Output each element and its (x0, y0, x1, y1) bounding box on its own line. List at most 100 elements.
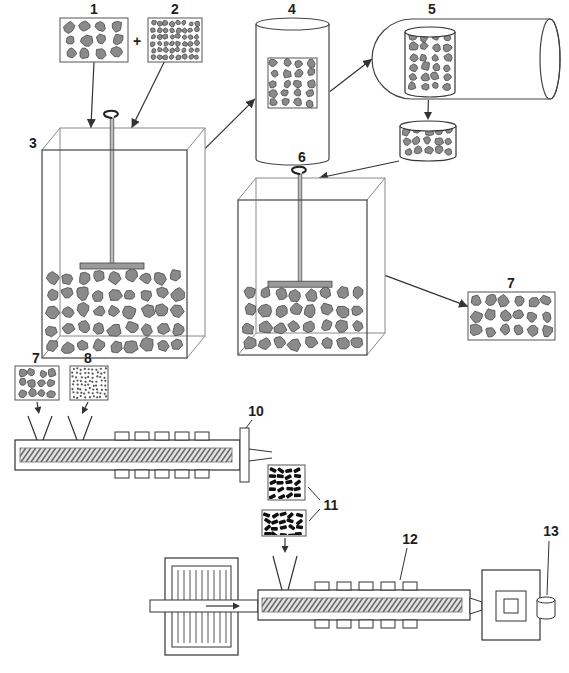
pellet (286, 492, 294, 499)
powder-dot (105, 389, 107, 391)
particle (141, 324, 152, 337)
screw-flight (101, 448, 111, 462)
illustration-part (256, 18, 329, 165)
particle (112, 22, 121, 33)
particle (195, 27, 200, 32)
pellet (271, 527, 278, 531)
particle (169, 21, 174, 27)
feed-hopper (273, 556, 297, 590)
particle (527, 326, 538, 337)
particle (163, 28, 168, 33)
particle (155, 304, 168, 316)
particle (353, 320, 363, 331)
particle (414, 146, 422, 154)
label-anchor: 11 (324, 496, 339, 514)
sample-frame (148, 18, 202, 62)
particle (163, 47, 168, 52)
particle (124, 341, 138, 353)
crucible (405, 27, 455, 97)
particle (432, 54, 439, 61)
particle (176, 20, 181, 25)
plus-sign: + (133, 33, 141, 49)
particle (195, 40, 200, 46)
particle (445, 149, 452, 156)
stirrer-shaft (298, 174, 302, 284)
particle (19, 378, 26, 385)
particle (173, 323, 184, 336)
arrow-head (233, 603, 240, 610)
particle (141, 291, 152, 302)
particle (170, 48, 174, 53)
pellet (270, 531, 278, 535)
screw-flight (318, 598, 328, 612)
powder-dot (101, 389, 103, 391)
particle (403, 138, 411, 146)
illustration-part (20, 448, 232, 462)
screw-flight (201, 448, 211, 462)
pellets (262, 465, 306, 538)
screw-flight (61, 448, 71, 462)
process-arrow (132, 62, 165, 128)
particle (295, 60, 303, 68)
press-cylinder: 4 (255, 18, 330, 165)
particle (108, 272, 121, 285)
powder-dot (76, 392, 78, 394)
powder-dot (103, 371, 105, 373)
powder-dot (84, 372, 86, 374)
particle-pile (19, 368, 56, 398)
particle (431, 72, 439, 80)
illustration-part (155, 470, 169, 478)
illustration-part (148, 18, 202, 62)
particle (444, 65, 451, 72)
particle (157, 287, 169, 298)
particle (422, 83, 429, 90)
feed-arrow (85, 402, 88, 408)
particle (195, 22, 200, 27)
particle (27, 368, 34, 375)
particle (187, 41, 193, 46)
particle-pile (64, 21, 124, 59)
particle (294, 98, 302, 106)
particle (500, 324, 509, 335)
illustration-part (135, 432, 149, 440)
screw-flight (368, 598, 378, 612)
powder-dot (101, 379, 103, 381)
cylinder-body (256, 24, 329, 165)
screw-flight (363, 598, 373, 612)
particle (19, 390, 27, 398)
feed-materials (15, 366, 108, 400)
particle (290, 303, 302, 315)
pellet (278, 519, 286, 524)
vessel-edge (187, 128, 205, 150)
step-number: 4 (288, 1, 296, 17)
particle (261, 287, 270, 298)
step-number: 5 (428, 1, 436, 17)
screw-flight (418, 598, 428, 612)
particle (111, 341, 122, 353)
screw-flight (393, 598, 403, 612)
pellet (264, 524, 272, 531)
screw-flight (358, 598, 368, 612)
screw-flight (443, 598, 453, 612)
particle (433, 63, 440, 70)
pellet (269, 493, 276, 499)
screw-flight (56, 448, 66, 462)
powder-dot (105, 395, 107, 397)
pressed-compact (268, 58, 317, 108)
pellet (276, 481, 283, 485)
powder-dot (81, 376, 83, 378)
particle (66, 36, 74, 44)
particle (500, 310, 511, 321)
feed-hopper (68, 416, 92, 440)
particle (62, 324, 75, 334)
particle (422, 62, 430, 70)
particle (111, 47, 123, 57)
particle (93, 291, 103, 302)
powder-dot (75, 376, 77, 378)
particle (183, 42, 188, 47)
powder-dot (88, 372, 90, 374)
powder-dot (95, 369, 97, 371)
particle (169, 55, 174, 60)
particle (171, 270, 181, 282)
